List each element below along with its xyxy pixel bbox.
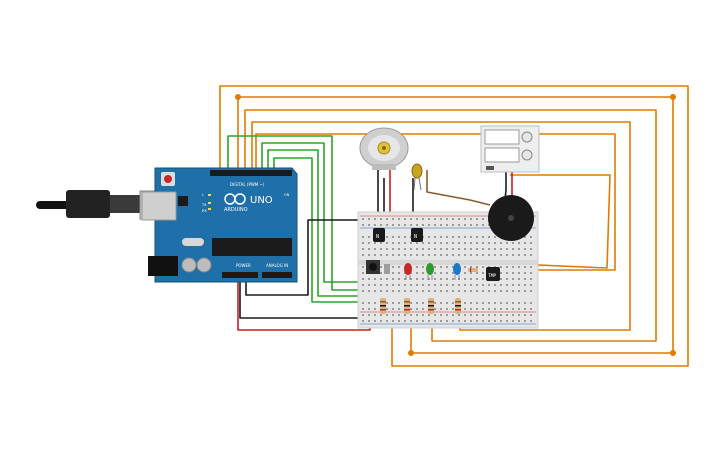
wire-black-1[interactable] — [245, 219, 372, 296]
svg-text:N: N — [376, 234, 379, 240]
yellow-led[interactable] — [411, 163, 423, 191]
wire-joint — [408, 350, 414, 356]
resistor-2[interactable] — [404, 298, 410, 314]
relay[interactable] — [480, 125, 540, 173]
dc-motor[interactable] — [359, 127, 409, 170]
resistor-1[interactable] — [380, 298, 386, 314]
wire-orange-3[interactable] — [244, 109, 657, 342]
power-header-label: POWER — [236, 263, 251, 268]
capacitor — [181, 257, 197, 273]
model-label: UNO — [250, 195, 273, 206]
wire-orange-2[interactable] — [237, 96, 674, 354]
led-indicator — [208, 194, 211, 196]
wire-black-6[interactable] — [504, 170, 507, 201]
usb-chip — [178, 196, 188, 206]
wire-green-4[interactable] — [273, 157, 384, 303]
resistor-4[interactable] — [455, 298, 461, 314]
tx-label: TX — [201, 203, 207, 207]
analog-header-label: ANALOG IN — [266, 263, 288, 268]
small-resistor[interactable] — [468, 268, 478, 272]
usb-jack — [141, 191, 177, 221]
wire-joint — [670, 350, 676, 356]
npn-transistor-1[interactable]: N — [373, 228, 385, 242]
capacitor — [196, 257, 212, 273]
piezo-buzzer[interactable] — [488, 195, 534, 241]
wire-joint — [235, 94, 241, 100]
npn-transistor-2[interactable]: N — [411, 228, 423, 242]
digital-header-label: DIGITAL (PWM ~) — [230, 182, 265, 187]
l-label: L — [202, 193, 204, 197]
brand-label: ARDUINO — [224, 207, 248, 213]
blue-led[interactable] — [453, 263, 461, 280]
digital-header — [210, 170, 292, 176]
on-label: ON — [284, 193, 290, 197]
pushbutton[interactable] — [366, 260, 380, 274]
sensor-label: TMP — [488, 273, 496, 279]
rx-label: RX — [202, 209, 207, 213]
potentiometer-stub — [384, 264, 390, 274]
wire-orange-6[interactable] — [492, 174, 611, 269]
wire-green-3[interactable] — [267, 149, 410, 297]
resistor-3[interactable] — [428, 298, 434, 314]
wire-joint — [670, 94, 676, 100]
wire-black-2[interactable] — [239, 275, 372, 319]
green-led[interactable] — [426, 263, 434, 280]
wire-orange-1[interactable] — [219, 85, 689, 367]
power-jack — [148, 256, 178, 276]
red-led[interactable] — [404, 263, 412, 280]
power-header — [222, 272, 258, 278]
crystal — [182, 238, 204, 246]
wire-brown[interactable] — [426, 170, 491, 206]
led-indicator — [208, 208, 211, 210]
microcontroller-chip — [212, 238, 292, 256]
svg-text:N: N — [414, 234, 417, 240]
arduino-uno[interactable]: UNO ARDUINO DIGITAL (PWM ~) POWER ANALOG… — [141, 167, 298, 283]
temperature-sensor[interactable]: TMP — [486, 267, 500, 281]
arduino-logo-icon — [224, 193, 246, 205]
analog-header — [262, 272, 292, 278]
led-indicator — [208, 202, 211, 204]
